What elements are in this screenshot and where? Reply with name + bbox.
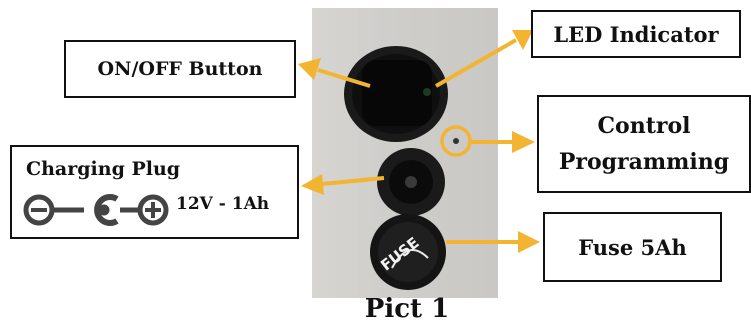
figure-caption: Pict 1 xyxy=(364,294,450,324)
charging-plug-jack xyxy=(377,148,445,216)
arrow-onoff xyxy=(317,68,371,88)
led-indicator-text: LED Indicator xyxy=(553,21,719,47)
charging-plug-label: Charging Plug 12V - 1Ah xyxy=(10,145,299,239)
polarity-center-icon xyxy=(94,194,119,226)
fuse-text: Fuse 5Ah xyxy=(578,234,687,260)
control-programming-port xyxy=(440,125,472,157)
callout-arrows xyxy=(298,30,540,253)
fuse-holder: FUSE xyxy=(370,214,446,290)
charging-plug-title: Charging Plug xyxy=(26,158,181,180)
led-indicator-light xyxy=(423,88,431,96)
arrow-charging xyxy=(321,176,385,186)
control-text-line2: Programming xyxy=(558,149,730,175)
onoff-button-text: ON/OFF Button xyxy=(97,58,263,80)
arrow-led xyxy=(435,38,517,88)
polarity-positive-icon xyxy=(137,194,169,226)
onoff-button-label: ON/OFF Button xyxy=(64,40,296,98)
control-text-line1: Control xyxy=(597,113,691,139)
charging-plug-spec: 12V - 1Ah xyxy=(176,194,270,214)
fuse-label: Fuse 5Ah xyxy=(543,212,722,282)
polarity-diagram xyxy=(23,194,169,226)
polarity-negative-icon xyxy=(23,194,55,226)
rocker-switch xyxy=(344,46,448,142)
led-indicator-label: LED Indicator xyxy=(531,10,741,58)
control-programming-label: Control Programming xyxy=(537,95,751,193)
